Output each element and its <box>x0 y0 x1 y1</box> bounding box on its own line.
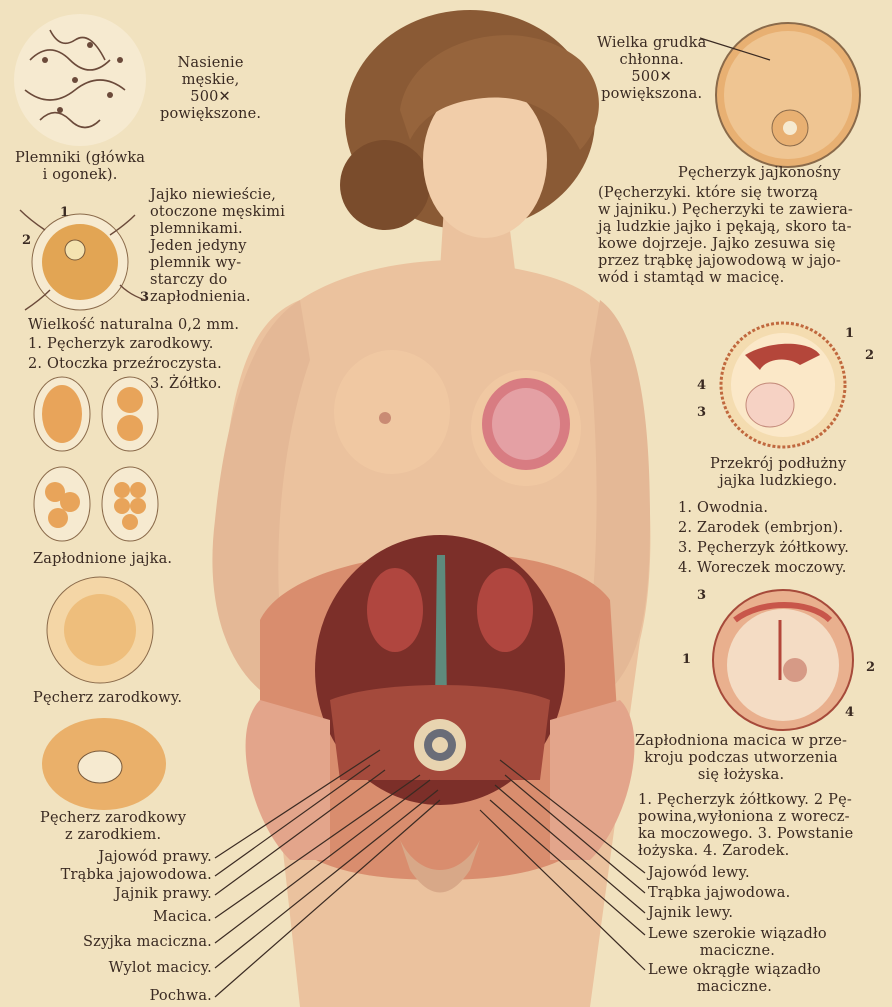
follicle-description: (Pęcherzyki. które się tworzą w jajniku.… <box>598 185 853 287</box>
uterus-number-2: 2 <box>866 660 875 675</box>
legend-2: 2. Otoczka przeźroczysta. <box>28 356 222 373</box>
section-number-4: 4 <box>697 378 706 393</box>
left-label-3: Jajnik prawy. <box>0 886 212 903</box>
egg-with-sperm <box>20 210 145 310</box>
blastula <box>47 577 153 683</box>
sperm-illustration <box>14 14 146 146</box>
uterus-section <box>713 590 853 730</box>
section-title: Przekrój podłużny jajka ludzkiego. <box>710 456 846 490</box>
fertilized-eggs <box>34 377 158 541</box>
left-label-4: Macica. <box>0 909 212 926</box>
female-figure <box>212 10 650 1007</box>
blastula-label: Pęcherz zarodkowy. <box>33 690 182 707</box>
section-number-2: 2 <box>865 348 874 363</box>
legend-1: 1. Pęcherzyk zarodkowy. <box>28 336 214 353</box>
section-number-1: 1 <box>845 326 854 341</box>
blastula-embryo-label: Pęcherz zarodkowy z zarodkiem. <box>40 810 186 844</box>
uterus-number-4: 4 <box>845 705 854 720</box>
natural-size: Wielkość naturalna 0,2 mm. <box>28 317 239 334</box>
follicle-caption: Wielka grudka chłonna. 500✕ powiększona. <box>597 35 706 103</box>
section-item-4: 4. Woreczek moczowy. <box>678 560 847 577</box>
sperm-caption: Nasienie męskie, 500✕ powiększone. <box>160 55 261 123</box>
blastula-with-embryo <box>42 718 166 810</box>
legend-3: 3. Żółtko. <box>150 376 222 393</box>
left-label-2: Trąbka jajowodowa. <box>0 867 212 884</box>
section-item-1: 1. Owodnia. <box>678 500 768 517</box>
egg-number-2: 2 <box>22 233 31 248</box>
egg-number-1: 1 <box>60 205 69 220</box>
left-label-5: Szyjka maciczna. <box>0 934 212 951</box>
left-label-6: Wylot macicy. <box>0 960 212 977</box>
left-label-7: Pochwa. <box>0 988 212 1005</box>
section-item-3: 3. Pęcherzyk żółtkowy. <box>678 540 849 557</box>
egg-number-3: 3 <box>140 290 149 305</box>
right-label-3: Jajnik lewy. <box>648 905 733 922</box>
follicle-illustration <box>716 23 860 167</box>
uterus-number-3: 3 <box>697 588 706 603</box>
right-label-1: Jajowód lewy. <box>648 865 750 882</box>
right-label-5: Lewe okrągłe wiązadło maciczne. <box>648 962 821 996</box>
egg-caption: Jajko niewieście, otoczone męskimi plemn… <box>150 187 285 306</box>
uterus-number-1: 1 <box>682 652 691 667</box>
right-label-2: Trąbka jajwodowa. <box>648 885 790 902</box>
uterus-description: 1. Pęcherzyk żółtkowy. 2 Pę- powina,wyło… <box>638 792 853 860</box>
right-label-4: Lewe szerokie wiązadło maciczne. <box>648 926 827 960</box>
fertilized-label: Zapłodnione jajka. <box>33 551 172 568</box>
sperm-label: Plemniki (główka i ogonek). <box>15 150 145 184</box>
section-item-2: 2. Zarodek (embrjon). <box>678 520 843 537</box>
left-label-1: Jajowód prawy. <box>0 849 212 866</box>
uterus-title: Zapłodniona macica w prze- kroju podczas… <box>635 733 847 784</box>
section-number-3: 3 <box>697 405 706 420</box>
egg-section <box>721 323 845 447</box>
follicle-title: Pęcherzyk jajkonośny <box>678 165 841 182</box>
